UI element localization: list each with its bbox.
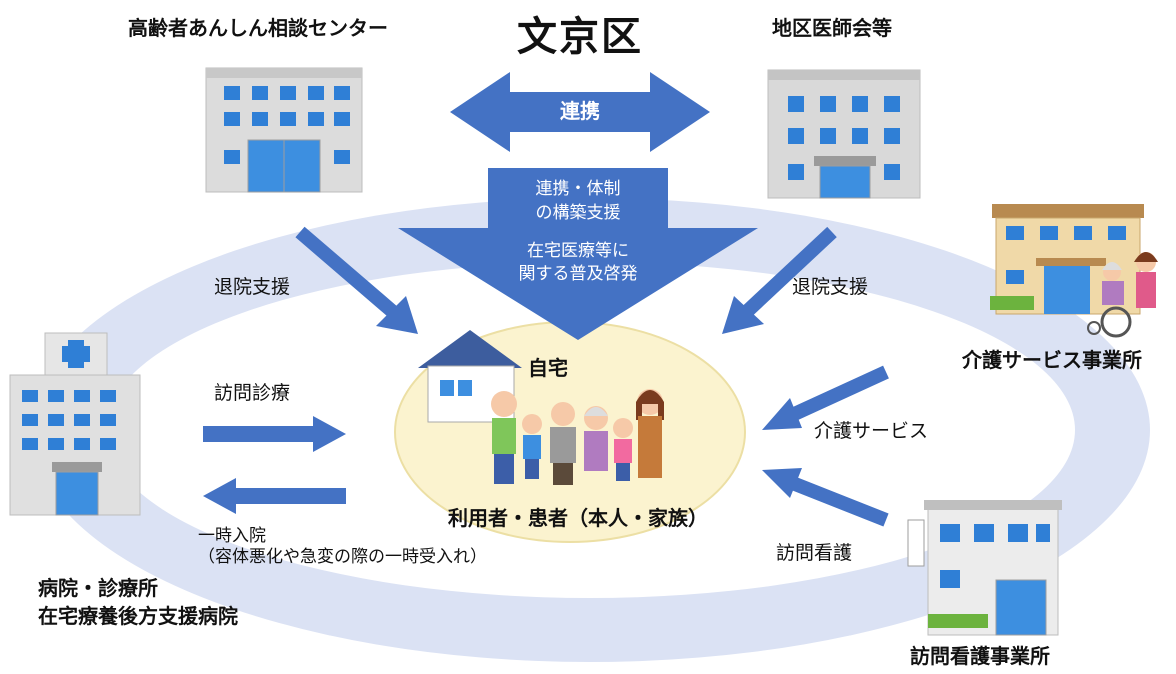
support-line-5: 関する普及啓発: [518, 264, 638, 285]
home-caption: 利用者・患者（本人・家族）: [448, 506, 708, 530]
care-provider-label: 介護サービス事業所: [962, 348, 1142, 372]
consultation-center-label: 高齢者あんしん相談センター: [128, 16, 388, 40]
support-line-1: 連携・体制: [535, 179, 621, 199]
visit-medical-label: 訪問診療: [214, 382, 291, 404]
care-facility-building-icon: [990, 204, 1158, 338]
discharge-arrow-right: [722, 226, 837, 334]
renkei-label: 連携: [560, 99, 600, 123]
temp-admission-line-2: （容体悪化や急変の際の一時受入れ）: [198, 547, 487, 568]
consultation-center-building-icon: [205, 67, 363, 193]
hospital-line-2: 在宅療養後方支援病院: [38, 604, 238, 628]
temp-admission-arrow: [203, 478, 346, 514]
family-figures-icon: [491, 389, 664, 485]
discharge-support-right-label: 退院支援: [792, 276, 869, 298]
visit-nursing-arrow: [762, 468, 889, 527]
support-down-arrow: [398, 168, 758, 340]
visit-nursing-label: 訪問看護: [776, 542, 853, 564]
support-line-4: 在宅医療等に: [527, 240, 629, 261]
support-box-text: 連携・体制 の構築支援 在宅医療等に 関する普及啓発: [519, 178, 638, 287]
visit-medical-arrow: [203, 416, 346, 452]
nursing-station-label: 訪問看護事業所: [910, 644, 1050, 668]
medical-association-label: 地区医師会等: [772, 16, 892, 40]
medical-association-building-icon: [767, 69, 921, 199]
home-label: 自宅: [528, 356, 568, 380]
renkei-double-arrow: [450, 72, 710, 152]
care-service-label: 介護サービス: [814, 420, 929, 442]
temp-admission-label: 一時入院 （容体悪化や急変の際の一時受入れ）: [198, 526, 487, 569]
temp-admission-line-1: 一時入院: [198, 526, 266, 546]
page-title: 文京区: [517, 14, 643, 60]
discharge-arrow-left: [295, 226, 418, 334]
hospital-building-icon: [9, 332, 141, 516]
hospital-line-1: 病院・診療所: [38, 576, 158, 600]
support-line-3: [519, 226, 638, 240]
support-line-2: の構築支援: [535, 202, 621, 223]
nursing-station-building-icon: [907, 500, 1062, 636]
hospital-label: 病院・診療所 在宅療養後方支援病院: [38, 574, 238, 630]
care-service-arrow: [762, 365, 889, 430]
discharge-support-left-label: 退院支援: [214, 276, 291, 298]
